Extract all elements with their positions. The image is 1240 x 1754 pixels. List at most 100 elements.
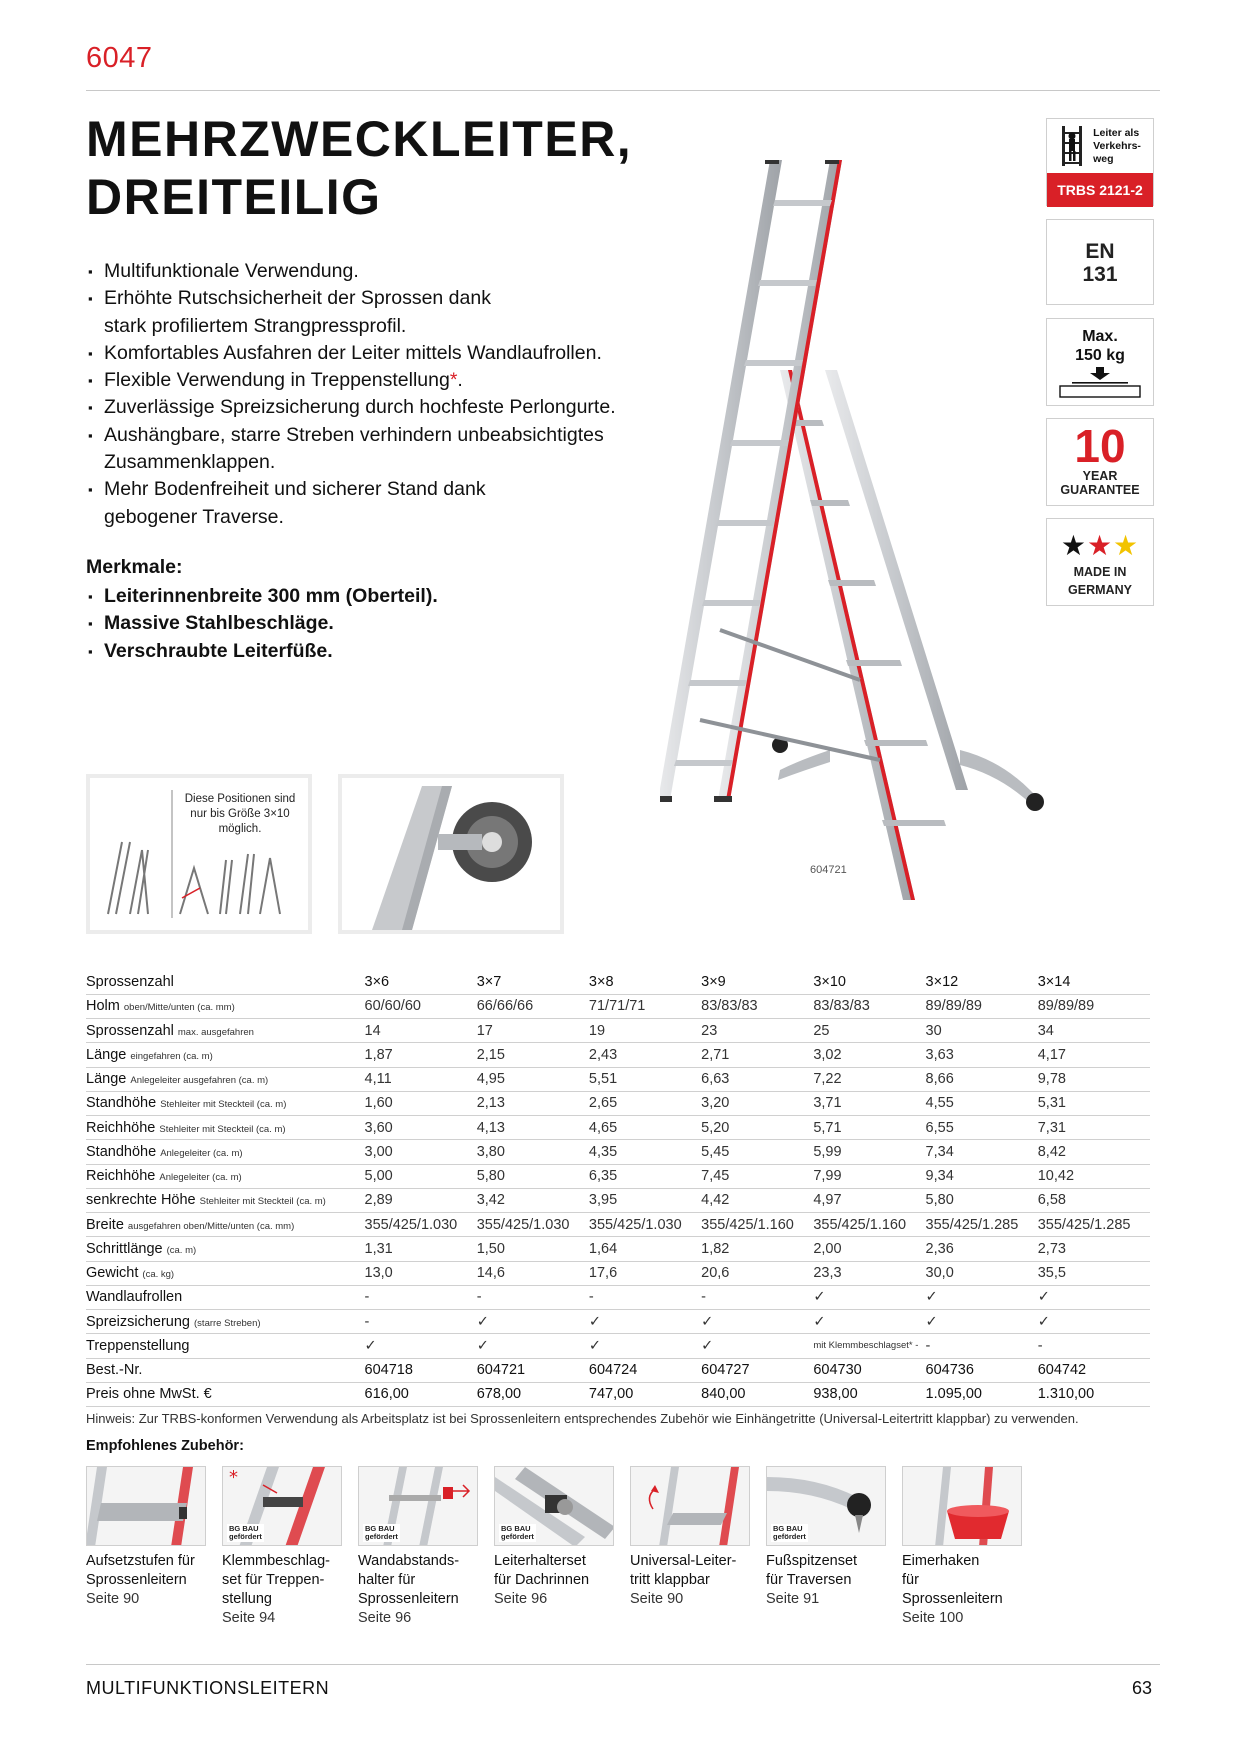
table-row: Standhöhe Stehleiter mit Steckteil (ca. …	[86, 1091, 1150, 1117]
table-cell: 34	[1037, 1018, 1150, 1044]
accessory-image	[630, 1466, 750, 1546]
table-cell: 604736	[925, 1358, 1038, 1383]
row-label: Sprossenzahl max. ausgefahren	[86, 1018, 365, 1044]
table-row: Reichhöhe Stehleiter mit Steckteil (ca. …	[86, 1115, 1150, 1141]
table-cell: 3,95	[588, 1188, 702, 1214]
accessory-page: Seite 96	[358, 1610, 412, 1626]
table-cell: 8,42	[1037, 1139, 1150, 1165]
table-cell: 5,71	[813, 1115, 926, 1141]
table-cell: 355/425/1.160	[813, 1212, 926, 1238]
table-cell: 355/425/1.285	[1037, 1212, 1150, 1238]
table-cell: ✓	[701, 1309, 814, 1335]
description-item: Aushängbare, starre Streben verhindern u…	[86, 422, 646, 477]
table-cell: ✓	[1037, 1285, 1150, 1311]
table-cell: 1.095,00	[925, 1382, 1038, 1408]
table-cell: 5,80	[925, 1188, 1038, 1214]
description-item: Zuverlässige Spreizsicherung durch hochf…	[86, 394, 706, 422]
section-title: MULTIFUNKTIONSLEITERN	[86, 1678, 330, 1698]
row-label: Best.-Nr.	[86, 1358, 365, 1383]
table-cell: 60/60/60	[364, 994, 477, 1020]
max-load-badge: Max. 150 kg	[1046, 318, 1154, 406]
table-column-header: 3×8	[588, 970, 702, 995]
ladder-illustration	[654, 158, 1044, 900]
table-cell: 7,22	[813, 1067, 926, 1092]
row-label-main: Standhöhe	[86, 1095, 157, 1112]
gutter-holder-icon	[495, 1467, 613, 1545]
row-label-main: Reichhöhe	[86, 1168, 156, 1185]
table-cell: 5,31	[1037, 1091, 1150, 1117]
table-cell: 2,15	[476, 1042, 589, 1068]
table-cell: 13,0	[364, 1261, 477, 1286]
ladder-positions-icon	[107, 790, 281, 918]
table-cell: 1,31	[364, 1236, 477, 1262]
row-label-main: senkrechte Höhe	[86, 1192, 196, 1209]
trbs-badge: Leiter als Verkehrs- weg TRBS 2121-2	[1046, 118, 1154, 207]
description-item: Flexible Verwendung in Treppenstellung*.	[86, 367, 706, 395]
table-cell: 5,80	[476, 1164, 589, 1189]
row-label: Spreizsicherung (starre Streben)	[86, 1309, 365, 1335]
table-cell: 19	[588, 1018, 702, 1044]
row-label-main: Reichhöhe	[86, 1119, 156, 1136]
wheel-detail-thumbnail	[338, 774, 564, 934]
table-cell: 604727	[701, 1358, 814, 1383]
table-row: Länge Anlegeleiter ausgefahren (ca. m)4,…	[86, 1067, 1150, 1092]
row-label-sub: (starre Streben)	[194, 1317, 261, 1329]
table-cell: 14,6	[476, 1261, 589, 1286]
table-cell: 938,00	[813, 1382, 926, 1408]
table-cell: 4,13	[476, 1115, 589, 1141]
top-divider	[86, 90, 1160, 91]
table-cell: 747,00	[588, 1382, 702, 1408]
article-number: 6047	[86, 42, 153, 74]
table-cell: 9,34	[925, 1164, 1038, 1189]
table-cell: 4,97	[813, 1188, 926, 1214]
table-cell: 9,78	[1037, 1067, 1150, 1092]
feature-item: Massive Stahlbeschläge.	[86, 610, 438, 638]
table-cell: ✓	[813, 1309, 926, 1335]
table-cell: 83/83/83	[813, 994, 926, 1020]
table-cell: 4,65	[588, 1115, 702, 1141]
features-title: Merkmale:	[86, 556, 183, 578]
table-cell: 1,82	[701, 1236, 814, 1262]
table-cell: 604742	[1037, 1358, 1150, 1383]
table-cell: 83/83/83	[701, 994, 814, 1020]
table-cell: 355/425/1.285	[925, 1212, 1038, 1238]
row-label-main: Spreizsicherung	[86, 1313, 190, 1330]
accessory-page: Seite 91	[766, 1591, 820, 1607]
table-cell: 3,42	[476, 1188, 589, 1214]
table-cell: 7,34	[925, 1139, 1038, 1165]
load-arrow-icon	[1059, 367, 1141, 398]
table-column-header: 3×9	[701, 970, 814, 995]
table-cell: 3,00	[364, 1139, 477, 1165]
table-cell: 840,00	[701, 1382, 814, 1408]
table-cell: 17	[476, 1018, 589, 1044]
accessory-item[interactable]: Eimerhaken für Sprossenleitern Seite 100	[902, 1466, 1022, 1628]
table-cell: 1,60	[364, 1091, 477, 1117]
trbs-label: Leiter als Verkehrs- weg	[1093, 126, 1141, 165]
table-cell: 604721	[476, 1358, 589, 1383]
row-label-sub: max. ausgefahren	[177, 1026, 254, 1038]
description-item: Multifunktionale Verwendung.	[86, 258, 706, 286]
svg-text:*: *	[229, 1467, 238, 1488]
table-cell: -	[701, 1285, 814, 1311]
accessory-item[interactable]: Universal-Leiter- tritt klappbar Seite 9…	[630, 1466, 750, 1609]
row-label: Preis ohne MwSt. €	[86, 1382, 365, 1408]
table-cell: 3,60	[364, 1115, 477, 1141]
table-row: Breite ausgefahren oben/Mitte/unten (ca.…	[86, 1212, 1150, 1238]
row-label-main: Preis ohne MwSt. €	[86, 1386, 212, 1403]
table-cell: 5,00	[364, 1164, 477, 1189]
accessory-item[interactable]: Aufsetzstufen für Sprossenleitern Seite …	[86, 1466, 206, 1609]
table-cell: -	[925, 1333, 1038, 1359]
